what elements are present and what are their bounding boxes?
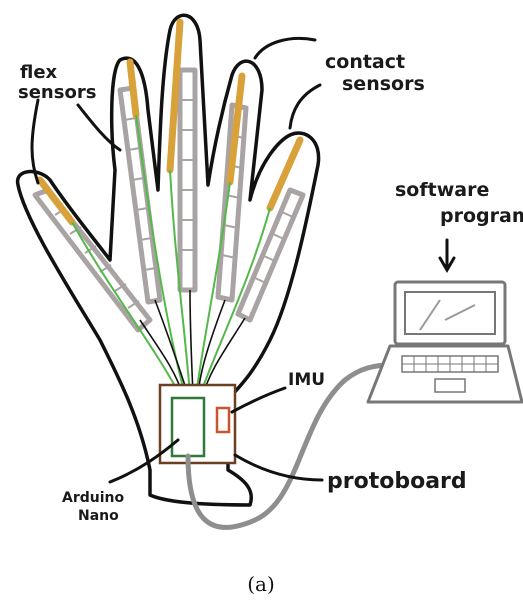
laptop-base <box>368 346 522 402</box>
label-imu: IMU <box>288 370 325 390</box>
label-contact-line1: contact <box>325 51 405 73</box>
label-software-line1: software <box>395 179 489 201</box>
imu-arrow <box>232 388 285 412</box>
black-wires <box>140 290 245 395</box>
flex-sensor-group <box>35 70 303 330</box>
contact-arrow-2 <box>290 85 320 128</box>
label-software-line2: program <box>440 205 523 227</box>
label-arduino-line1: Arduino <box>62 490 124 506</box>
label-contact-line2: sensors <box>342 73 425 95</box>
label-arduino-line2: Nano <box>78 508 119 524</box>
contact-arrow-1 <box>255 38 315 58</box>
imu-chip <box>217 408 229 432</box>
flex-sensor-ring <box>120 88 160 302</box>
laptop <box>368 282 522 402</box>
figure-caption: (a) <box>247 572 275 596</box>
flex-sensor-middle <box>180 70 195 290</box>
protoboard-arrow <box>235 455 322 480</box>
label-protoboard: protoboard <box>327 469 467 494</box>
label-flex-line2: sensors <box>18 82 96 103</box>
arduino-nano-board <box>172 398 204 456</box>
label-flex-line1: flex <box>20 62 58 83</box>
